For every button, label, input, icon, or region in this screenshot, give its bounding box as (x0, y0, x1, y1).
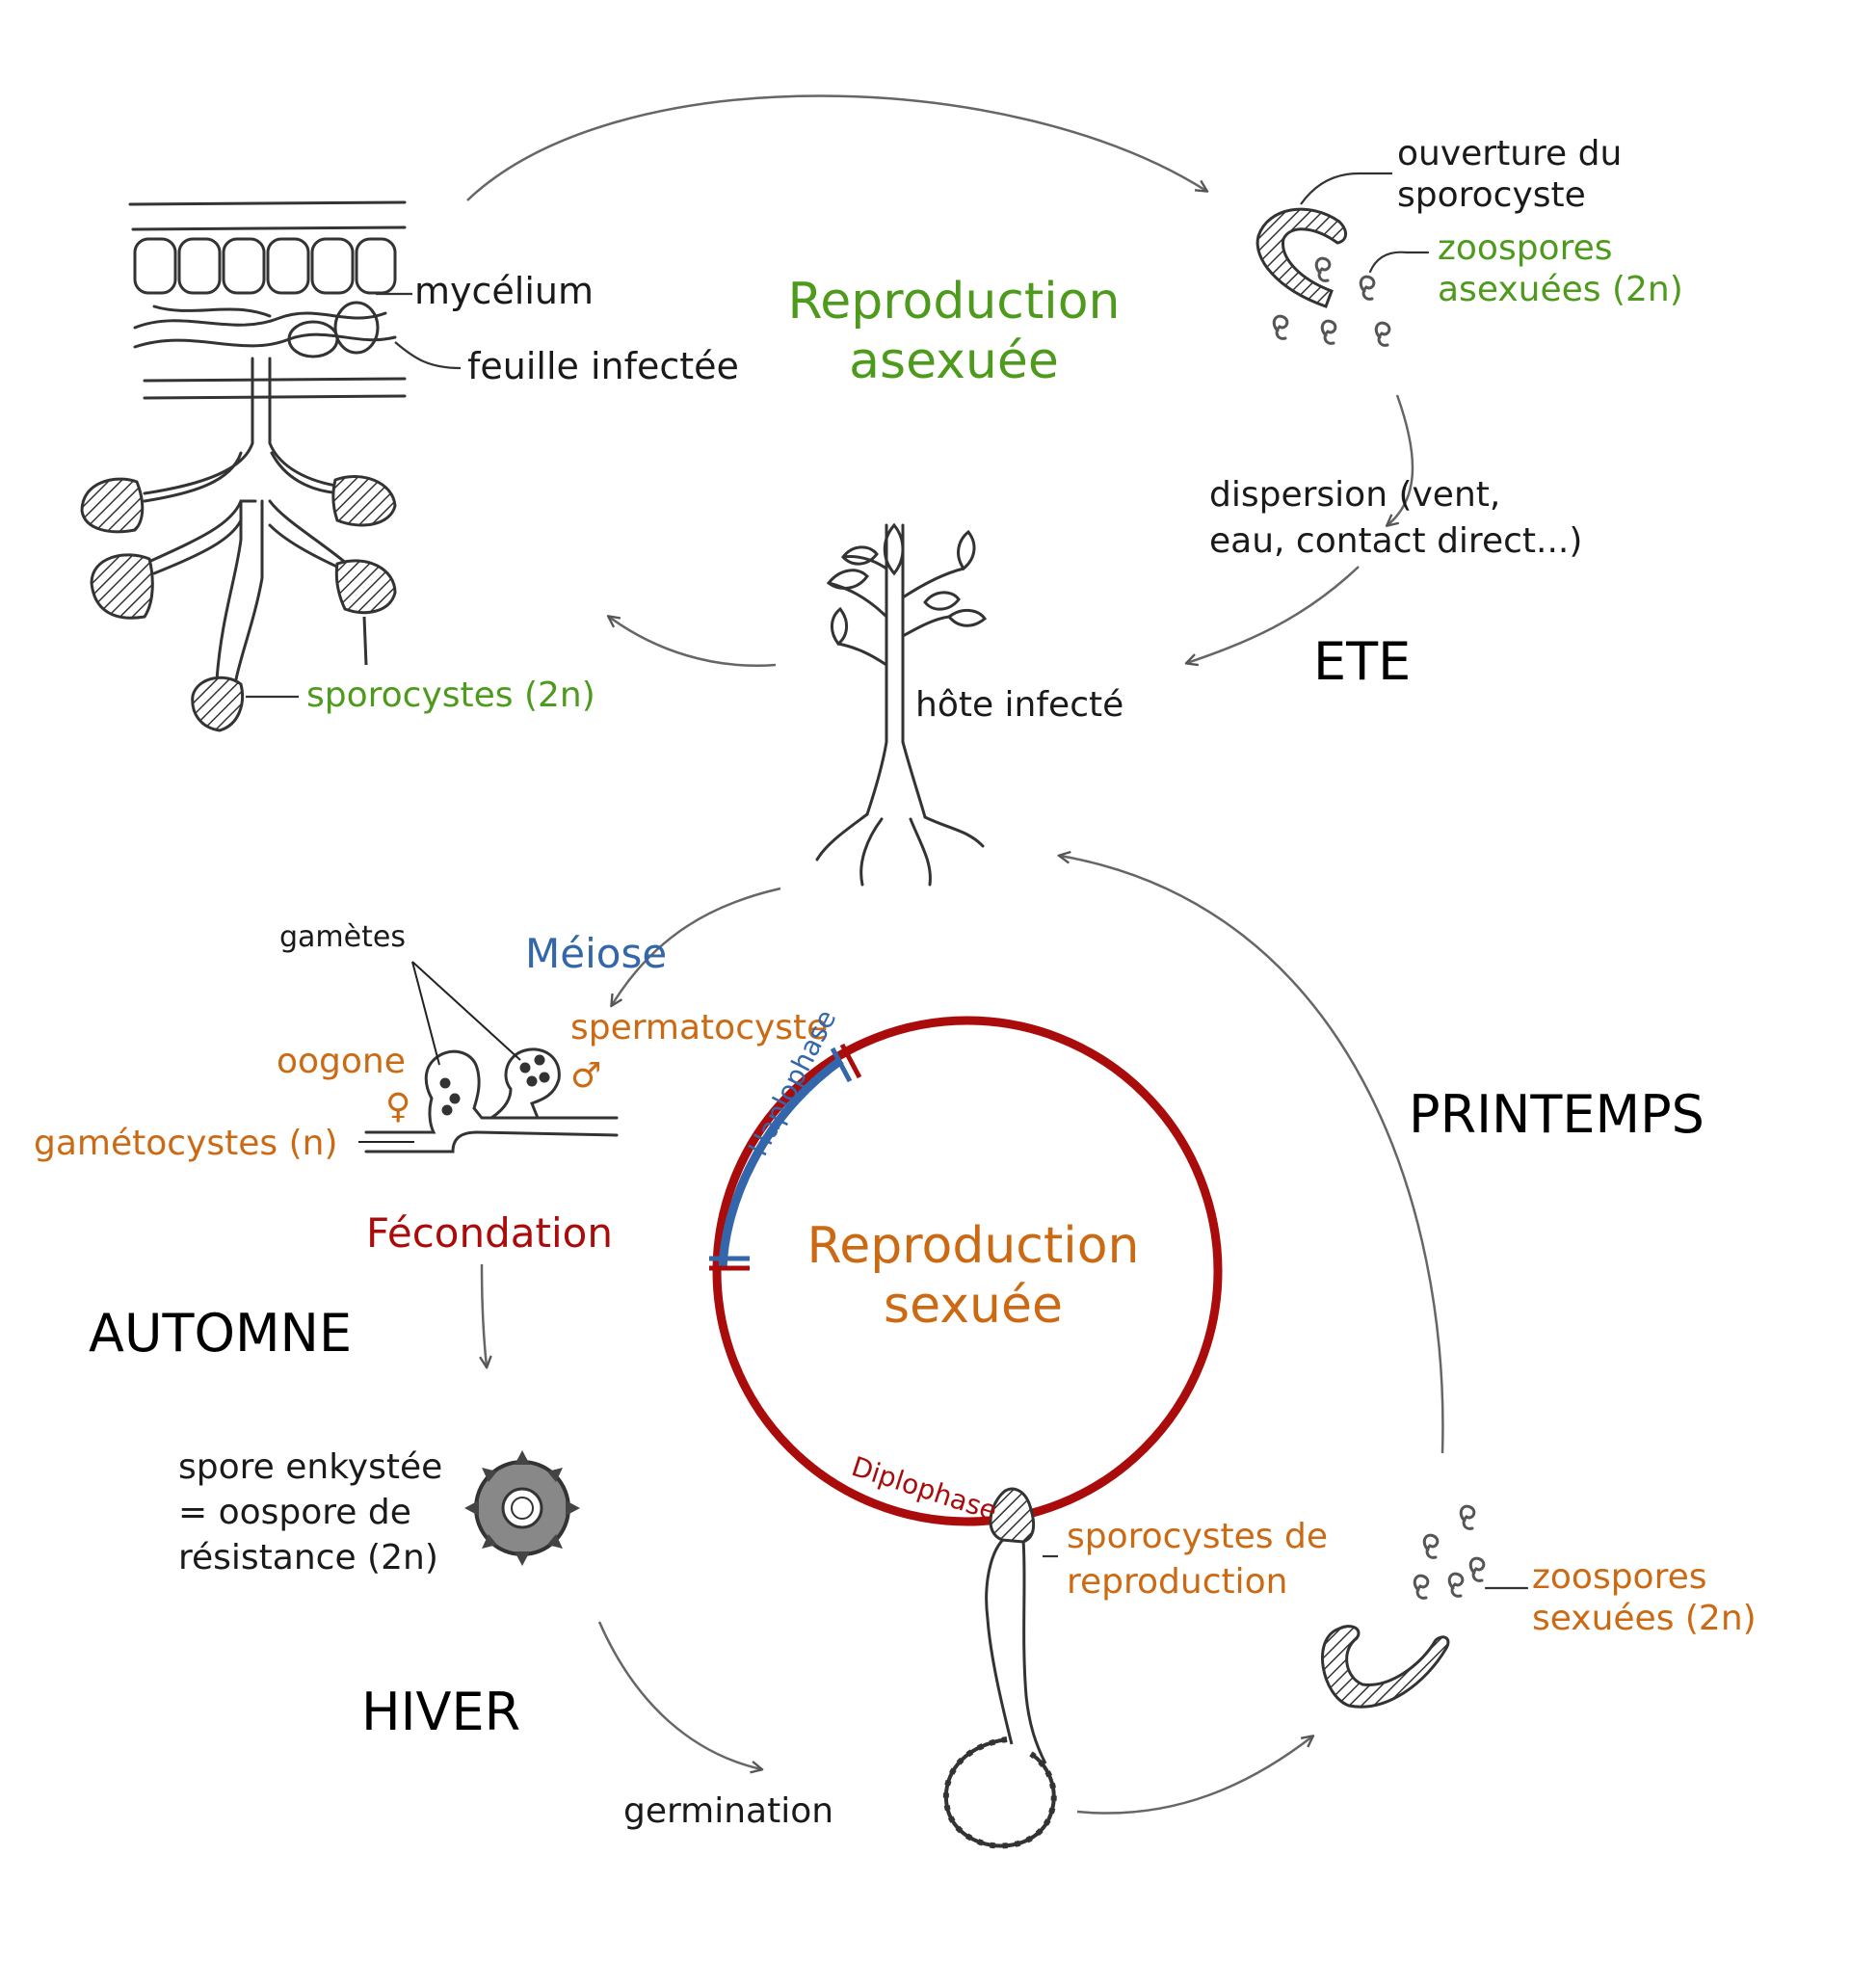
male-symbol: ♂ (570, 1056, 602, 1096)
infected-leaf-label: feuille infectée (467, 345, 739, 387)
cycle-arrow-to-germination (597, 1621, 761, 1769)
female-symbol: ♀ (385, 1087, 411, 1127)
repro-sporocysts-line-1: sporocystes de (1067, 1517, 1328, 1556)
asexual-zoospores-line-2: asexuées (2n) (1438, 270, 1683, 310)
oospore-line-3: résistance (2n) (178, 1537, 438, 1577)
dispersion-line-1: dispersion (vent, (1209, 475, 1501, 515)
sporocyst-opening-line-2: sporocyste (1397, 175, 1586, 216)
host-label: hôte infecté (915, 685, 1124, 725)
cycle-arrow-to-meiosis (612, 887, 781, 1005)
sexual-reproduction-title: Reproduction sexuée (771, 1216, 1176, 1337)
cycle-arrow-host-to-leaf (609, 617, 777, 667)
sporocyst-opening-label: ouverture du sporocyste (1397, 133, 1622, 216)
sporocyst-opening-line-1: ouverture du (1397, 134, 1623, 173)
diplophase-ring (712, 1016, 1223, 1526)
cycle-arrow-to-sexual-zoospores (1076, 1736, 1312, 1815)
sexual-zoospores-line-2: sexuées (2n) (1532, 1599, 1757, 1639)
sexual-title-line-2: sexuée (884, 1277, 1063, 1336)
season-spring: PRINTEMPS (1409, 1084, 1705, 1145)
sexual-zoospores-label: zoospores sexuées (2n) (1532, 1556, 1757, 1639)
fertilization-label: Fécondation (366, 1209, 613, 1257)
dispersion-label: dispersion (vent, eau, contact direct...… (1209, 472, 1582, 564)
season-winter: HIVER (361, 1682, 521, 1742)
cycle-arrow-top (466, 94, 1206, 201)
asexual-zoospores-line-1: zoospores (1438, 228, 1613, 268)
reproduction-sporocysts-label: sporocystes de reproduction (1067, 1515, 1328, 1605)
asexual-reproduction-title: Reproduction asexuée (752, 272, 1156, 392)
sexual-zoospores-line-1: zoospores (1532, 1557, 1707, 1597)
cycle-arrow-dispersion (1388, 394, 1414, 525)
mycelium-label: mycélium (414, 270, 594, 312)
dispersion-line-2: eau, contact direct...) (1209, 520, 1583, 561)
gametes-label: gamètes (279, 920, 406, 954)
sexual-title-line-1: Reproduction (806, 1217, 1140, 1275)
germinating-oospore-drawing (942, 1487, 1058, 1849)
zoospore-drawing (1413, 1504, 1529, 1600)
season-autumn: AUTOMNE (89, 1303, 353, 1364)
asexual-title-line-1: Reproduction (787, 273, 1121, 331)
leaf-cross-section-drawing (128, 200, 407, 681)
cycle-arrow-spring (1060, 856, 1444, 1454)
asexual-title-line-2: asexuée (849, 332, 1059, 391)
gametocyst-drawing (364, 1047, 619, 1153)
meiosis-label: Méiose (525, 930, 668, 977)
gametocysts-label: gamétocystes (n) (34, 1124, 338, 1163)
cycle-arrow-fertilization (482, 1263, 487, 1366)
repro-sporocysts-line-2: reproduction (1067, 1561, 1288, 1602)
oogonium-label: oogone (277, 1042, 406, 1081)
oospore-label: spore enkystée = oospore de résistance (… (178, 1445, 442, 1580)
season-summer: ETE (1313, 631, 1412, 692)
open-sporocyst-drawing (1255, 172, 1392, 308)
spermatocyst-label: spermatocyste (570, 1008, 829, 1047)
open-sporocyst-drawing (1320, 1625, 1450, 1709)
sporocysts-label: sporocystes (2n) (306, 676, 595, 715)
haplophase-arc (718, 1056, 844, 1270)
germination-label: germination (623, 1791, 834, 1831)
oospore-line-1: spore enkystée (178, 1447, 443, 1487)
host-plant-drawing (815, 522, 988, 887)
cycle-arrow-to-host (1187, 566, 1360, 663)
sporocyst-drawing (80, 475, 397, 732)
oospore-drawing (464, 1450, 580, 1566)
asexual-zoospores-label: zoospores asexuées (2n) (1438, 227, 1683, 310)
oospore-line-2: = oospore de (178, 1492, 411, 1532)
zoospore-drawing (1272, 251, 1430, 347)
